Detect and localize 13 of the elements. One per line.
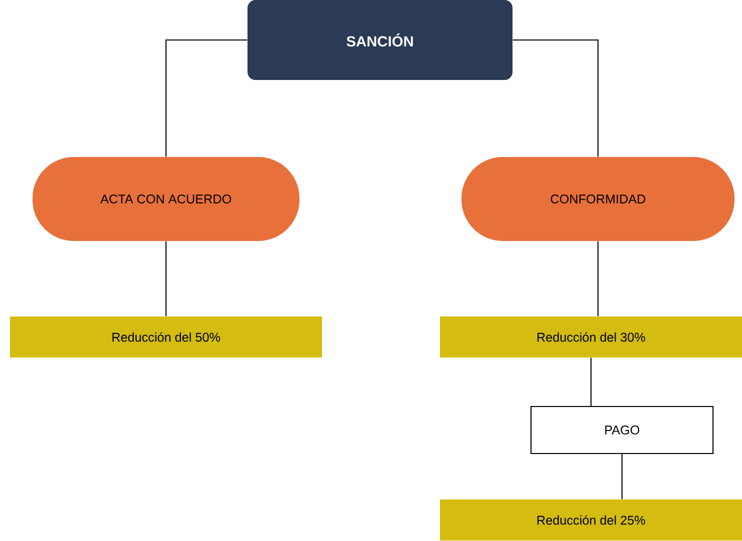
connector-line [512,39,599,157]
title-box: SANCIÓN [248,0,512,80]
connector-line [590,358,592,406]
reduction-box: Reducción del 50% [10,316,322,358]
connector-line [597,241,599,316]
rounded-box: CONFORMIDAD [462,157,734,241]
process-box: PAGO [530,406,714,454]
reduction-box: Reducción del 30% [440,316,742,358]
rounded-box: ACTA CON ACUERDO [32,157,300,241]
connector-line [165,241,167,316]
reduction-box: Reducción del 25% [440,500,742,540]
connector-line [621,454,623,500]
connector-line [165,39,248,157]
